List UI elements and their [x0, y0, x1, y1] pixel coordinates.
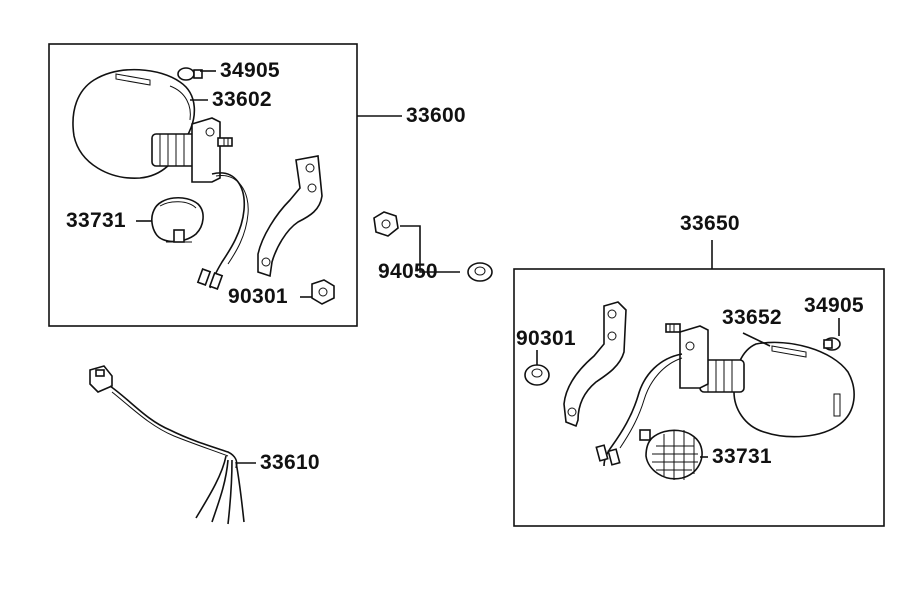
wire-harness [89, 365, 245, 525]
top-collar [373, 211, 399, 237]
bottom-collar [467, 262, 493, 282]
right-winker-wires [595, 353, 683, 467]
part-number-bulb-right: 34905 [804, 294, 864, 317]
right-group-frame [513, 268, 885, 527]
part-number-harness: 33610 [260, 451, 320, 474]
part-number-bulb-top: 34905 [220, 59, 280, 82]
right-mount-plate [563, 301, 627, 428]
right-winker-lens [733, 341, 855, 438]
part-number-winker-assy-right: 33650 [680, 212, 740, 235]
part-number-collar: 94050 [378, 260, 438, 283]
leader-collar [400, 225, 460, 273]
left-mount-plate [257, 155, 323, 278]
part-number-nut-left: 90301 [228, 285, 288, 308]
part-number-winker-assy-left: 33600 [406, 104, 466, 127]
part-number-reflector-right: 33731 [712, 445, 772, 468]
right-nut [524, 364, 550, 386]
top-bulb [177, 67, 203, 81]
right-bulb [823, 337, 841, 351]
left-winker-stem [151, 133, 197, 167]
part-number-lens-right: 33652 [722, 306, 782, 329]
leader-lens-right [742, 332, 771, 347]
left-winker-bracket [191, 117, 233, 183]
left-reflector [151, 197, 204, 243]
left-nut [311, 279, 335, 305]
part-number-lens-left: 33602 [212, 88, 272, 111]
part-number-nut-right: 90301 [516, 327, 576, 350]
left-group-frame [48, 43, 358, 327]
part-number-reflector-left: 33731 [66, 209, 126, 232]
left-winker-wires [196, 172, 249, 290]
right-winker-bracket [665, 323, 709, 389]
right-reflector [639, 429, 703, 480]
